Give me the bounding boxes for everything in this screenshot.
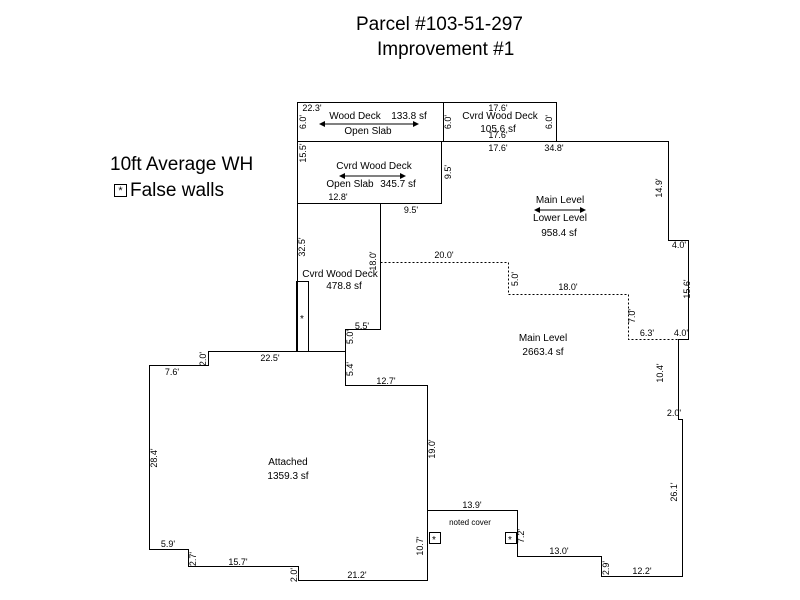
false-wall-marker-c: * (300, 314, 304, 325)
dim-6-0-b: 6.0' (443, 115, 453, 130)
false-wall-legend-symbol: * (114, 184, 127, 198)
false-wall-box-a (429, 532, 441, 544)
deck-top-left-area: 133.8 sf (391, 111, 427, 122)
dim-22-3: 22.3' (302, 103, 322, 113)
dim-14-9: 14.9' (654, 178, 664, 198)
attached-area: 1359.3 sf (267, 471, 308, 482)
deck-mid-outline (297, 141, 442, 204)
deck-top-left-name: Wood Deck (329, 111, 382, 122)
wall-height-note: 10ft Average WH (110, 154, 254, 175)
dim-6-0-a: 6.0' (298, 115, 308, 130)
dim-2-0-c: 2.0' (289, 568, 299, 583)
dim-4-0-a: 4.0' (672, 240, 687, 250)
dim-10-7: 10.7' (415, 536, 425, 556)
dim-18-0-v: 18.0' (368, 251, 378, 271)
dim-32-5: 32.5' (297, 237, 307, 257)
main-area: 2663.4 sf (522, 347, 563, 358)
dim-17-6-c: 17.6' (488, 143, 508, 153)
dim-5-0-b: 5.0' (345, 330, 355, 345)
dim-18-0-h: 18.0' (558, 282, 578, 292)
dim-10-4: 10.4' (655, 363, 665, 383)
deck-top-right-name: Cvrd Wood Deck (462, 111, 538, 122)
deck-mid-area: 345.7 sf (380, 179, 416, 190)
dim-5-5: 5.5' (355, 321, 370, 331)
dim-13-0: 13.0' (549, 546, 569, 556)
dim-17-6-a: 17.6' (488, 103, 508, 113)
dim-28-4: 28.4' (149, 448, 159, 468)
dim-21-2: 21.2' (347, 570, 367, 580)
dim-4-0-b: 4.0' (674, 328, 689, 338)
dim-2-7: 2.7' (188, 552, 198, 567)
dim-2-9: 2.9' (601, 561, 611, 576)
dim-15-5: 15.5' (298, 143, 308, 163)
dim-34-8: 34.8' (544, 143, 564, 153)
dim-22-5: 22.5' (260, 353, 280, 363)
dim-6-3: 6.3' (640, 328, 655, 338)
deck-narrow-name: Cvrd Wood Deck (302, 269, 378, 280)
dim-12-7: 12.7' (376, 376, 396, 386)
false-wall-marker-a: * (432, 535, 436, 546)
dim-7-2: 7.2' (516, 529, 526, 544)
dim-2-0-a: 2.0' (198, 352, 208, 367)
dim-17-6-b: 17.6' (488, 130, 508, 140)
dim-26-1: 26.1' (669, 482, 679, 502)
attached-outline (149, 351, 428, 581)
noted-cover-label: noted cover (449, 518, 491, 527)
dim-12-8: 12.8' (328, 192, 348, 202)
dim-9-5-v: 9.5' (443, 165, 453, 180)
parcel-title: Parcel #103-51-297 (356, 14, 523, 35)
dim-6-0-c: 6.0' (544, 115, 554, 130)
dim-5-9: 5.9' (161, 539, 176, 549)
dim-9-5-h: 9.5' (404, 205, 419, 215)
false-wall-marker-b: * (508, 535, 512, 546)
dim-7-6: 7.6' (165, 367, 180, 377)
dim-20-0: 20.0' (434, 250, 454, 260)
attached-name: Attached (268, 457, 307, 468)
divider-main-lower (380, 262, 679, 340)
dim-5-0-v: 5.0' (510, 272, 520, 287)
dim-2-0-b: 2.0' (667, 408, 682, 418)
dim-12-2: 12.2' (632, 566, 652, 576)
dim-15-6: 15.6' (682, 279, 692, 299)
deck-mid-sub: Open Slab (326, 179, 374, 190)
main-level-outline (345, 141, 689, 577)
false-walls-label: False walls (130, 180, 224, 201)
main-name: Main Level (519, 333, 567, 344)
deck-top-left-sub: Open Slab (344, 126, 392, 137)
deck-mid-name: Cvrd Wood Deck (336, 161, 412, 172)
false-walls-legend: *False walls (114, 180, 224, 202)
dim-13-9: 13.9' (462, 500, 482, 510)
false-wall-box-b (505, 532, 517, 544)
dim-15-7: 15.7' (228, 557, 248, 567)
main-lower-area: 958.4 sf (541, 228, 577, 239)
main-lower-name: Main Level (536, 195, 584, 206)
dim-7-0: 7.0' (627, 309, 637, 324)
deck-narrow-outline (297, 203, 381, 352)
main-lower-sub: Lower Level (533, 213, 587, 224)
dim-19-0: 19.0' (427, 439, 437, 459)
deck-top-right-area: 105.6 sf (480, 124, 516, 135)
deck-narrow-area: 478.8 sf (326, 281, 362, 292)
dim-5-4: 5.4' (345, 362, 355, 377)
improvement-title: Improvement #1 (377, 39, 515, 60)
